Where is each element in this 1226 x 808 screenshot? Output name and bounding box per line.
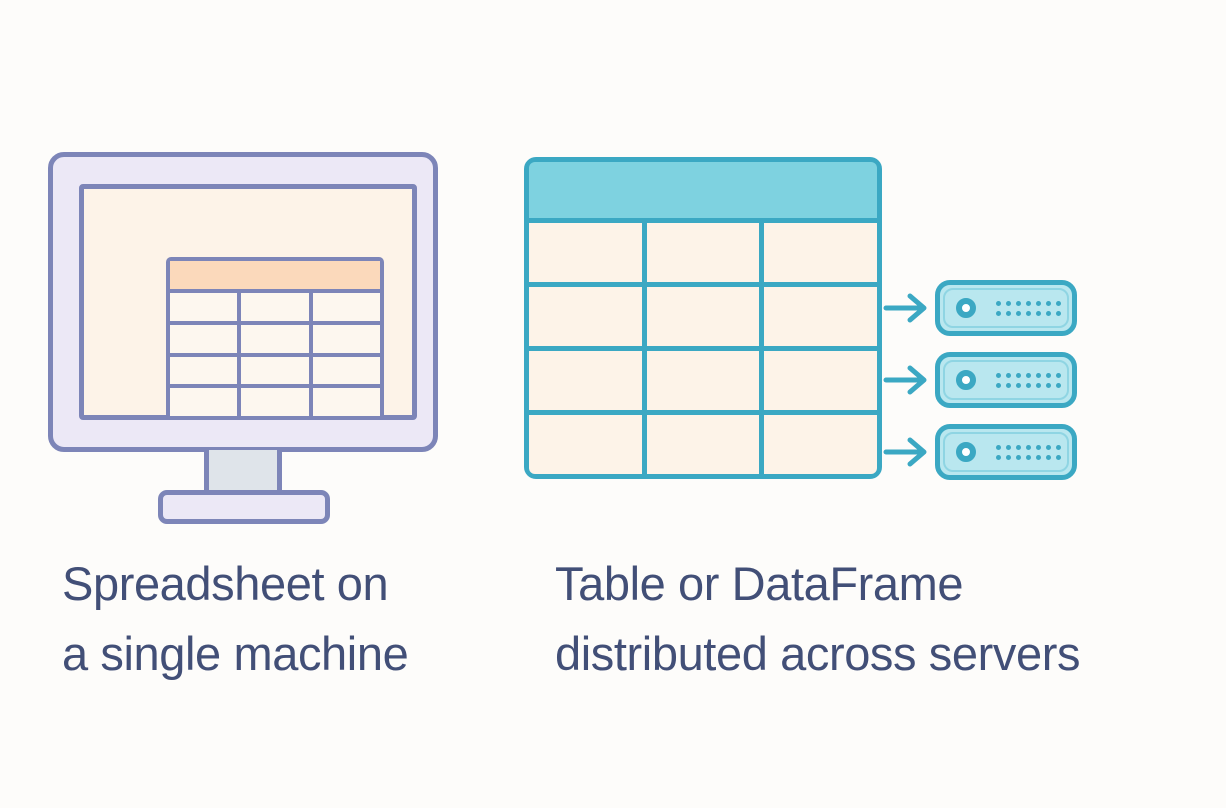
- dataframe-header-row: [529, 162, 877, 218]
- dataframe-cell: [646, 415, 760, 474]
- dataframe-row: [529, 415, 878, 474]
- power-led-icon: [956, 370, 976, 390]
- spreadsheet-cell: [241, 324, 309, 353]
- server-1: [935, 280, 1077, 336]
- spreadsheet-cell: [312, 356, 380, 385]
- server-bezel: [943, 288, 1069, 328]
- spreadsheet-body: [170, 293, 380, 416]
- spreadsheet-cell: [170, 293, 238, 321]
- spreadsheet-grid: [166, 257, 384, 420]
- dataframe-body: [529, 223, 878, 474]
- spreadsheet-row: [170, 356, 380, 385]
- monitor-stand-base: [158, 490, 330, 524]
- spreadsheet-cell: [312, 388, 380, 416]
- spreadsheet-cell: [241, 356, 309, 385]
- single-machine-illustration: [0, 0, 520, 540]
- server-bezel: [943, 360, 1069, 400]
- server-port-row: [996, 311, 1061, 316]
- spreadsheet-row: [170, 388, 380, 416]
- server-port-row: [996, 373, 1061, 378]
- right-caption: Table or DataFrame distributed across se…: [555, 557, 1081, 680]
- dataframe-cell: [764, 415, 878, 474]
- dataframe-cell: [646, 223, 760, 282]
- power-led-icon: [956, 298, 976, 318]
- spreadsheet-cell: [312, 293, 380, 321]
- dataframe-table: [524, 157, 882, 479]
- server-ports-icon: [996, 301, 1061, 316]
- server-port-row: [996, 455, 1061, 460]
- spreadsheet-row: [170, 293, 380, 321]
- server-2: [935, 352, 1077, 408]
- monitor-frame: [48, 152, 438, 452]
- server-bezel: [943, 432, 1069, 472]
- spreadsheet-cell: [312, 324, 380, 353]
- spreadsheet-cell: [170, 356, 238, 385]
- dataframe-cell: [529, 415, 642, 474]
- dataframe-cell: [529, 223, 642, 282]
- arrow-to-server-3-icon: [883, 437, 927, 467]
- dataframe-cell: [764, 223, 878, 282]
- server-port-row: [996, 301, 1061, 306]
- server-port-row: [996, 445, 1061, 450]
- dataframe-row: [529, 223, 878, 282]
- spreadsheet-cell: [170, 324, 238, 353]
- arrow-to-server-2-icon: [883, 365, 927, 395]
- server-ports-icon: [996, 445, 1061, 460]
- power-led-icon: [956, 442, 976, 462]
- dataframe-cell: [529, 351, 642, 410]
- dataframe-cell: [646, 351, 760, 410]
- spreadsheet-cell: [170, 388, 238, 416]
- spreadsheet-cell: [241, 388, 309, 416]
- spreadsheet-row: [170, 324, 380, 353]
- server-3: [935, 424, 1077, 480]
- left-caption: Spreadsheet on a single machine: [62, 557, 409, 680]
- dataframe-row: [529, 351, 878, 410]
- server-ports-icon: [996, 373, 1061, 388]
- dataframe-row: [529, 287, 878, 346]
- dataframe-cell: [646, 287, 760, 346]
- dataframe-cell: [764, 287, 878, 346]
- spreadsheet-header-row: [170, 261, 380, 289]
- dataframe-cell: [529, 287, 642, 346]
- monitor-screen: [79, 184, 417, 420]
- server-port-row: [996, 383, 1061, 388]
- spreadsheet-cell: [241, 293, 309, 321]
- dataframe-cell: [764, 351, 878, 410]
- arrow-to-server-1-icon: [883, 293, 927, 323]
